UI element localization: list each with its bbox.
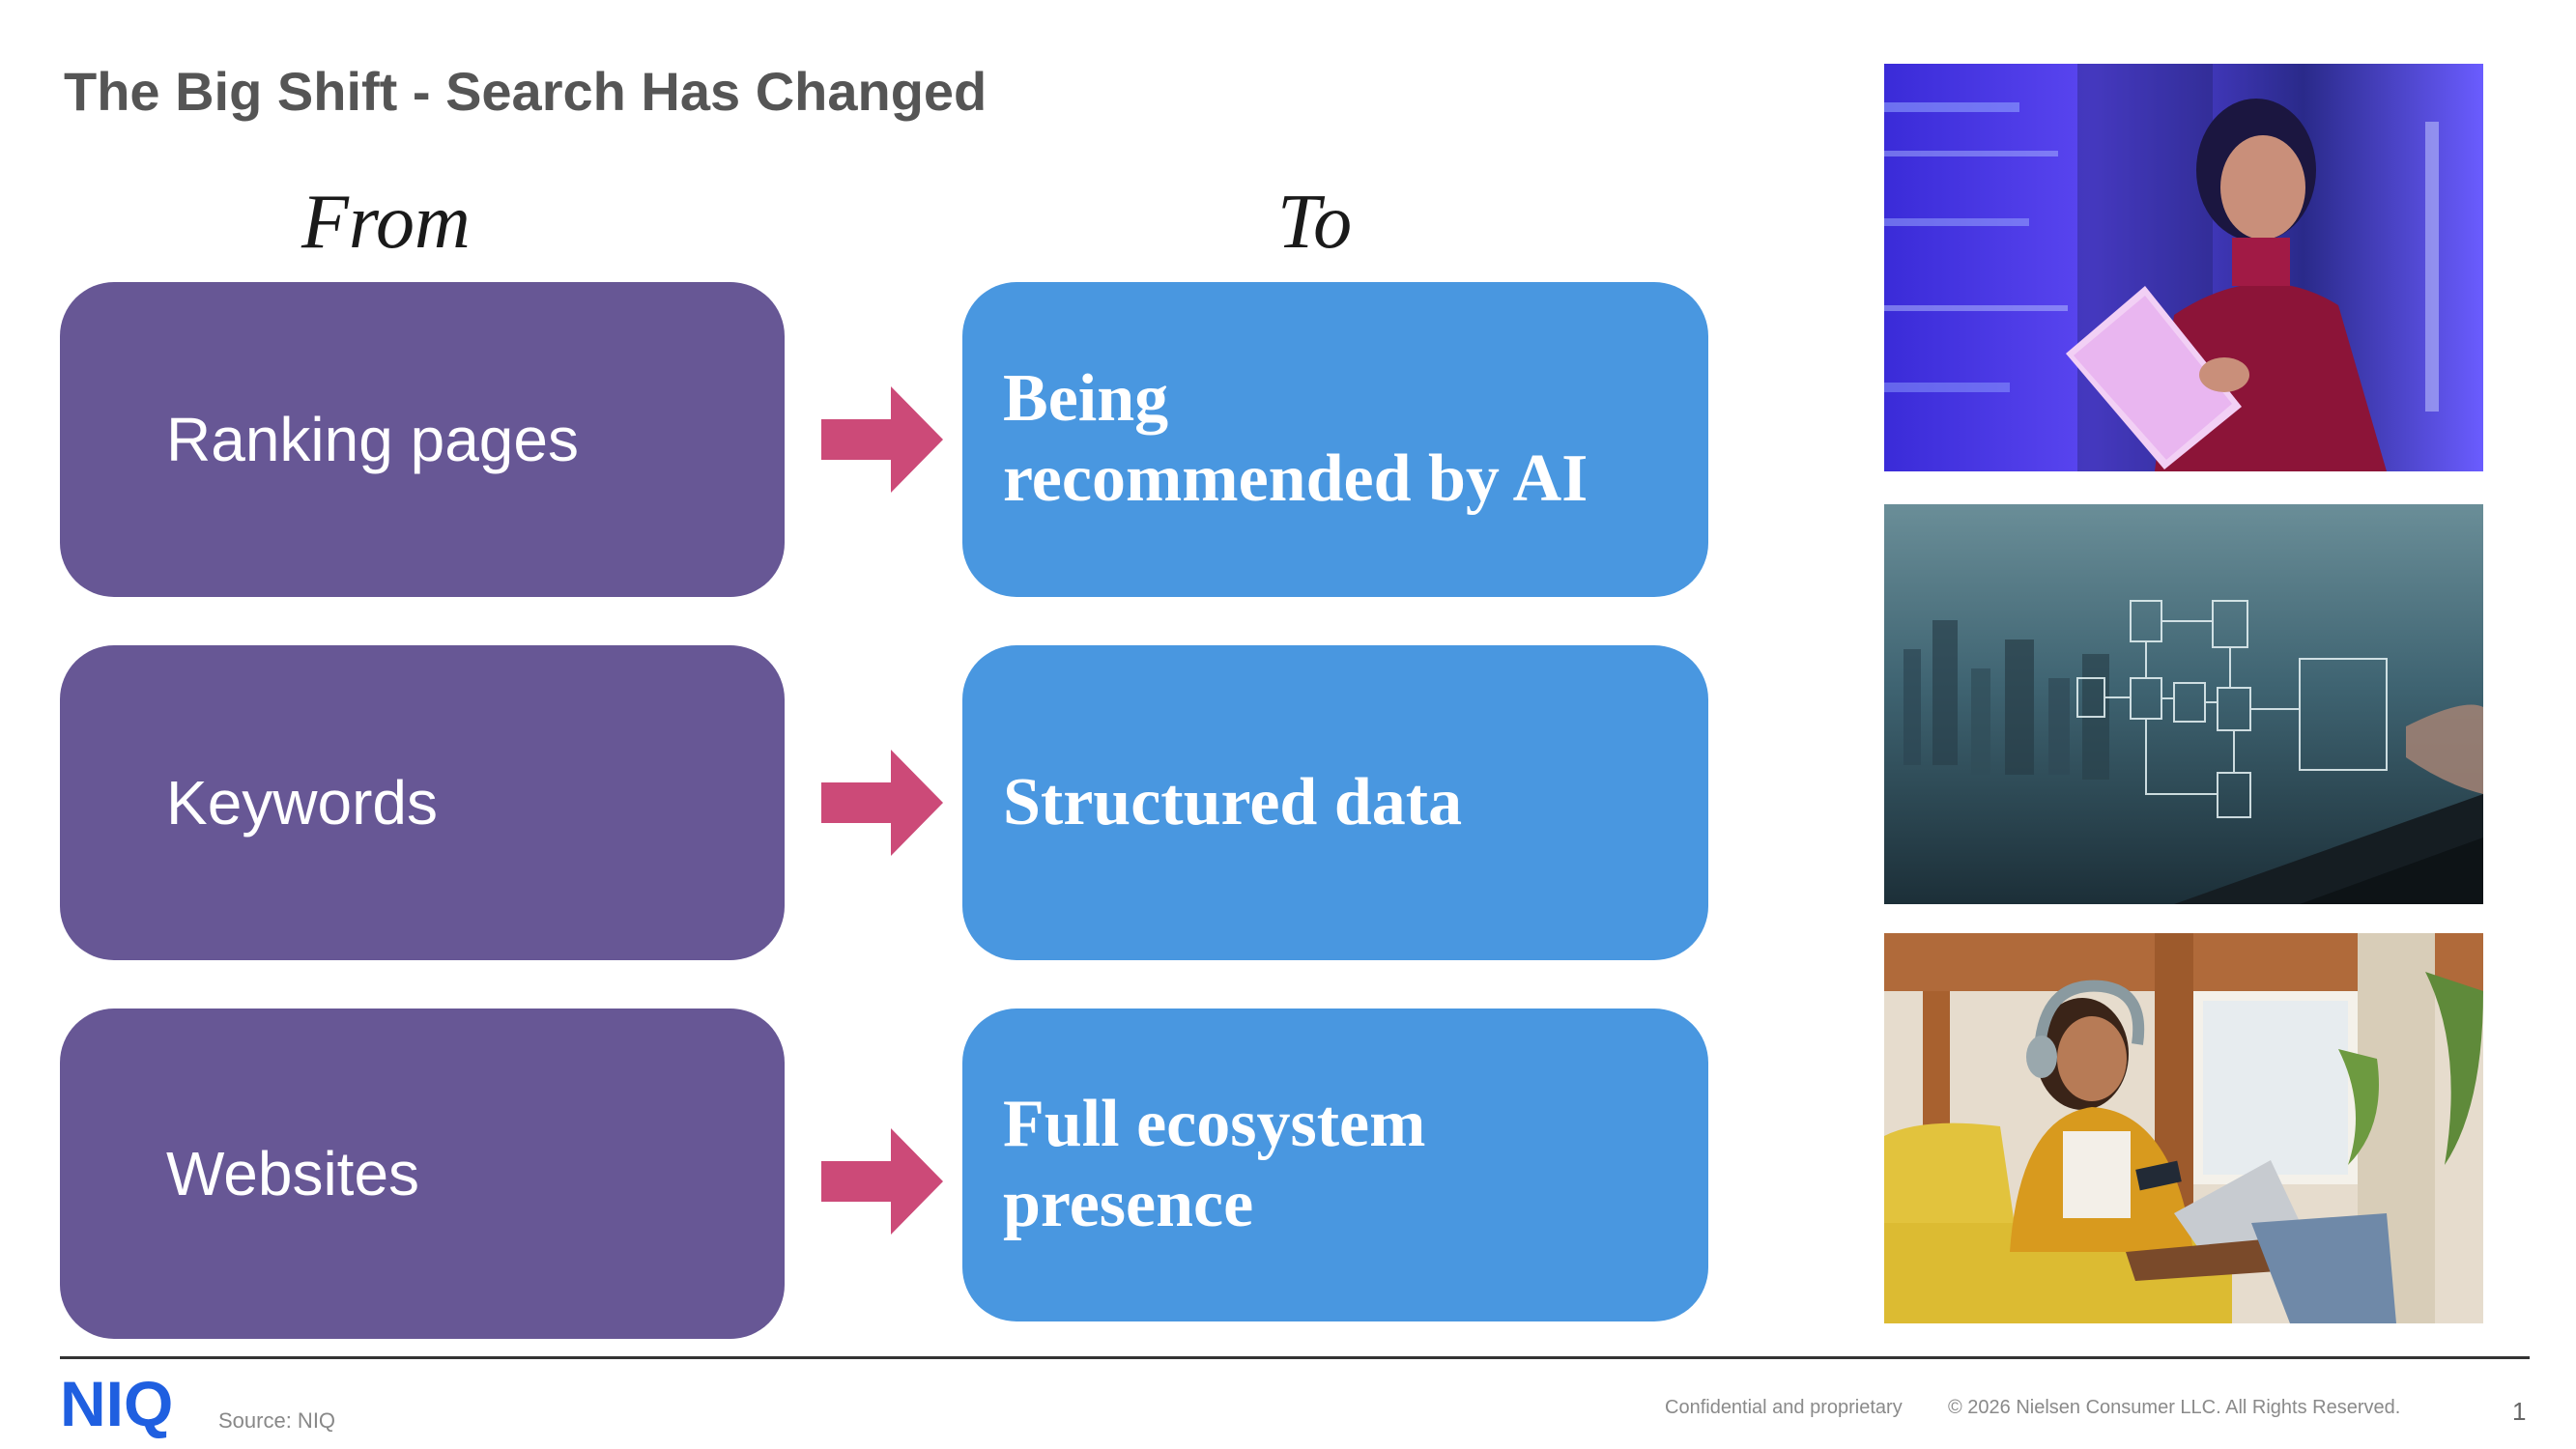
- to-box-structured-data: Structured data: [962, 645, 1708, 960]
- woman-shopping-online-photo: [1884, 933, 2483, 1323]
- from-box-label: Keywords: [166, 768, 438, 838]
- woman-with-tablet-photo: [1884, 64, 2483, 471]
- right-arrow-icon: [821, 750, 943, 856]
- copyright-note: © 2026 Nielsen Consumer LLC. All Rights …: [1948, 1397, 2401, 1418]
- from-heading: From: [301, 180, 471, 265]
- right-arrow-icon: [821, 1128, 943, 1235]
- network-diagram-laptop-photo: [1884, 504, 2483, 904]
- to-box-label-line1: Full ecosystem: [1003, 1087, 1426, 1162]
- from-box-label: Websites: [166, 1139, 420, 1208]
- logo-text: NIQ: [60, 1370, 173, 1439]
- niq-logo: NIQ: [60, 1370, 173, 1439]
- to-box-label-line2: recommended by AI: [1003, 441, 1589, 516]
- confidential-note: Confidential and proprietary: [1665, 1397, 1903, 1418]
- to-heading: To: [1277, 180, 1353, 265]
- from-box-ranking-pages: Ranking pages: [60, 282, 785, 597]
- from-box-keywords: Keywords: [60, 645, 785, 960]
- to-box-label-line1: Being: [1003, 361, 1169, 437]
- to-box-label-line1: Structured data: [1003, 764, 1463, 839]
- to-box-recommended-by-ai: Being recommended by AI: [962, 282, 1708, 597]
- right-arrow-icon: [821, 386, 943, 493]
- from-box-websites: Websites: [60, 1009, 785, 1339]
- source-note: Source: NIQ: [218, 1408, 336, 1433]
- to-box-label-line2: presence: [1003, 1167, 1254, 1241]
- to-box-full-ecosystem: Full ecosystem presence: [962, 1009, 1708, 1321]
- page-number: 1: [2512, 1397, 2527, 1426]
- from-box-label: Ranking pages: [166, 405, 579, 474]
- slide-title: The Big Shift - Search Has Changed: [64, 61, 987, 122]
- footer-divider: [60, 1356, 2530, 1359]
